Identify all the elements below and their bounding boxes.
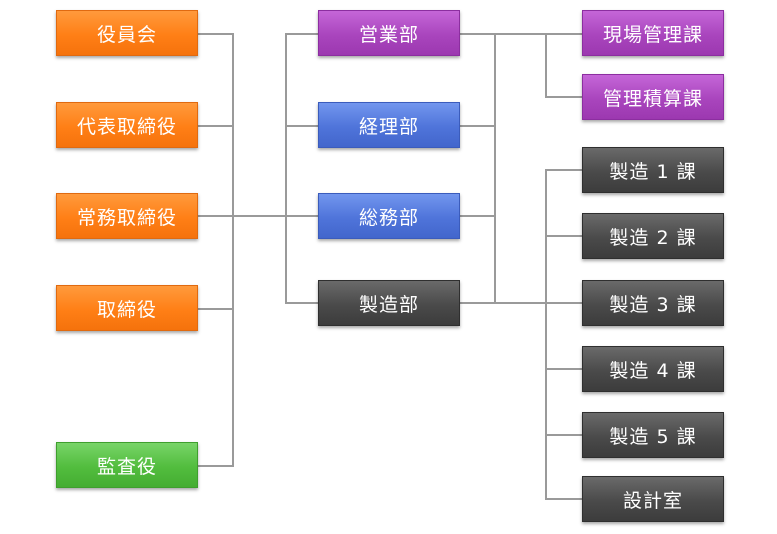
box-executive: 役員会 bbox=[56, 10, 198, 56]
box-executive: 常務取締役 bbox=[56, 193, 198, 239]
box-section: 製造 2 課 bbox=[582, 213, 724, 259]
box-executive: 代表取締役 bbox=[56, 102, 198, 148]
box-department: 営業部 bbox=[318, 10, 460, 56]
box-executive: 監査役 bbox=[56, 442, 198, 488]
box-department: 総務部 bbox=[318, 193, 460, 239]
box-section: 管理積算課 bbox=[582, 74, 724, 120]
box-section: 現場管理課 bbox=[582, 10, 724, 56]
box-section: 製造 4 課 bbox=[582, 346, 724, 392]
box-department: 経理部 bbox=[318, 102, 460, 148]
box-department: 製造部 bbox=[318, 280, 460, 326]
box-section: 製造 5 課 bbox=[582, 412, 724, 458]
box-section: 製造 1 課 bbox=[582, 147, 724, 193]
box-section: 製造 3 課 bbox=[582, 280, 724, 326]
box-executive: 取締役 bbox=[56, 285, 198, 331]
box-section: 設計室 bbox=[582, 476, 724, 522]
